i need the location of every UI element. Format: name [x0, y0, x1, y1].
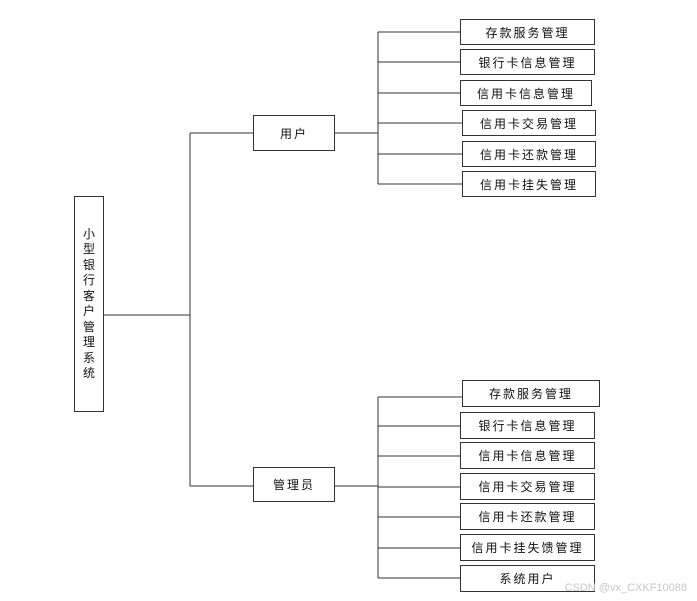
user-leaf-node: 存款服务管理 [460, 19, 595, 45]
branch-admin-node: 管理员 [253, 467, 335, 502]
user-leaf-node: 银行卡信息管理 [460, 49, 595, 75]
admin-leaf-node: 信用卡挂失馈管理 [460, 534, 595, 561]
admin-leaf-node: 系统用户 [460, 565, 595, 592]
admin-leaf-label: 信用卡交易管理 [478, 480, 577, 494]
user-leaf-node: 信用卡交易管理 [462, 110, 596, 136]
root-label-char: 型 [82, 242, 95, 256]
root-label-char: 理 [82, 335, 95, 349]
root-label-char: 客 [82, 288, 95, 303]
admin-leaf-label: 存款服务管理 [488, 387, 573, 401]
root-label-char: 小 [82, 226, 95, 241]
admin-leaf-node: 信用卡交易管理 [460, 473, 595, 500]
user-leaf-label: 信用卡挂失管理 [479, 177, 578, 192]
root-node: 小型银行客户管理系统 [74, 196, 104, 412]
branch-user-label: 用户 [279, 126, 308, 141]
admin-leaf-node: 信用卡还款管理 [460, 503, 595, 530]
root-label-char: 管 [82, 319, 95, 334]
admin-leaf-label: 信用卡还款管理 [478, 510, 577, 524]
user-leaf-node: 信用卡还款管理 [462, 141, 596, 167]
root-label-char: 银 [82, 257, 95, 272]
user-leaf-label: 银行卡信息管理 [478, 55, 577, 70]
branch-user-node: 用户 [253, 115, 335, 151]
root-label-char: 系 [82, 350, 95, 365]
admin-leaf-label: 系统用户 [499, 572, 556, 586]
user-leaf-label: 信用卡还款管理 [479, 147, 578, 162]
admin-leaf-label: 银行卡信息管理 [478, 419, 577, 433]
user-leaf-label: 信用卡交易管理 [479, 116, 578, 131]
admin-leaf-node: 存款服务管理 [462, 380, 600, 407]
admin-leaf-label: 信用卡挂失馈管理 [471, 541, 584, 555]
root-label-char: 统 [82, 366, 95, 380]
admin-leaf-node: 信用卡信息管理 [460, 442, 595, 469]
user-leaf-node: 信用卡信息管理 [460, 80, 592, 106]
root-label-char: 行 [82, 273, 95, 287]
root-label-char: 户 [82, 304, 95, 318]
user-leaf-label: 存款服务管理 [485, 25, 570, 40]
user-leaf-node: 信用卡挂失管理 [462, 171, 596, 197]
watermark-text: CSDN @vx_CXKF10088 [564, 582, 687, 594]
user-leaf-label: 信用卡信息管理 [476, 86, 575, 101]
admin-leaf-label: 信用卡信息管理 [478, 449, 577, 463]
branch-admin-label: 管理员 [272, 478, 315, 492]
admin-leaf-node: 银行卡信息管理 [460, 412, 595, 439]
